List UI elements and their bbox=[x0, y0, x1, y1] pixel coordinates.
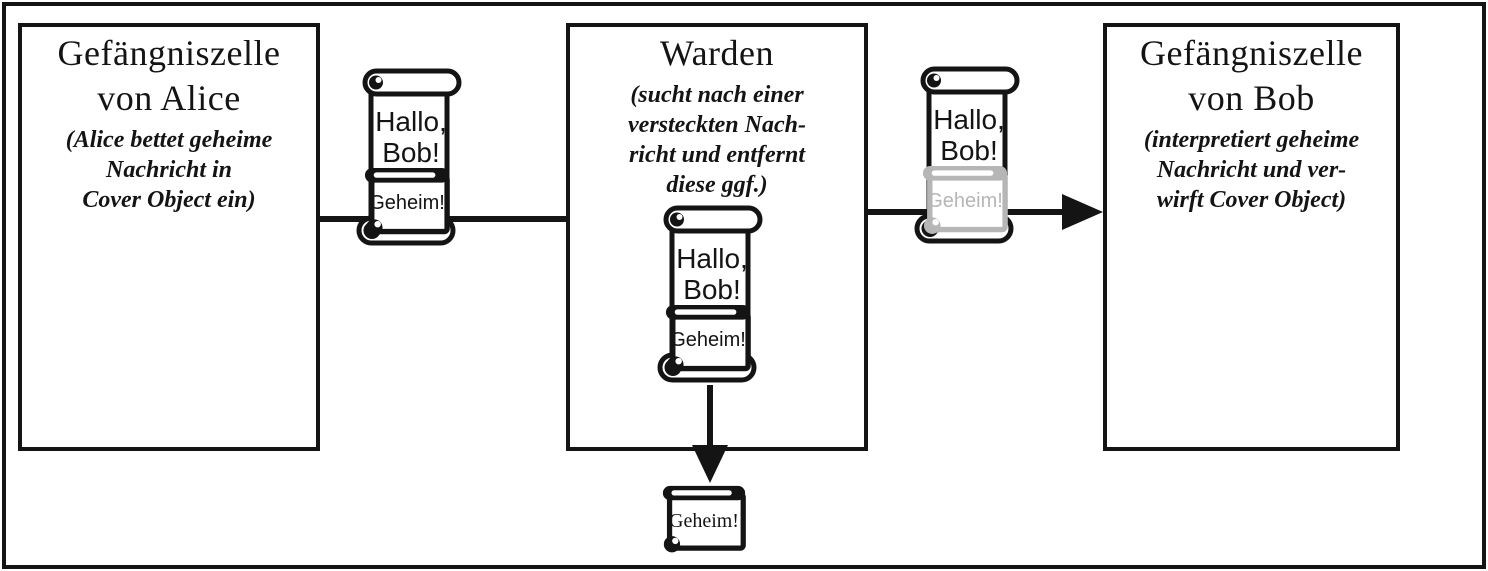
embedded-secret-note: Geheim! bbox=[663, 303, 753, 375]
bob-cell-box: Gefängniszelle von Bob (interpretiert ge… bbox=[1103, 23, 1400, 451]
alice-cell-box: Gefängniszelle von Alice (Alice bettet g… bbox=[18, 23, 320, 451]
secret-message-text: Geheim! bbox=[670, 329, 746, 351]
warden-title: Warden bbox=[659, 33, 775, 73]
cover-message-text: Hallo, Bob! bbox=[676, 243, 748, 305]
bob-cell-subtitle: (interpretiert geheime Nachricht und ver… bbox=[1143, 127, 1360, 213]
extraction-line-down bbox=[707, 385, 713, 447]
stego-scroll-warden-to-bob: Hallo, Bob! Geheim! bbox=[913, 64, 1025, 248]
extracted-secret-note: Geheim! bbox=[660, 484, 748, 555]
embedded-secret-note: Geheim! bbox=[362, 166, 452, 238]
removed-secret-note-ghost: Geheim! bbox=[920, 164, 1010, 236]
bob-cell-title: Gefängniszelle von Bob bbox=[1140, 33, 1363, 118]
stego-scroll-inspected-by-warden: Hallo, Bob! Geheim! bbox=[656, 203, 768, 387]
arrowhead-into-bob-cell-icon bbox=[1062, 194, 1103, 230]
secret-message-text: Geheim! bbox=[669, 510, 739, 532]
secret-message-text: Geheim! bbox=[369, 192, 445, 214]
stego-scroll-alice-to-warden: Hallo, Bob! Geheim! bbox=[355, 66, 467, 250]
cover-message-text: Hallo, Bob! bbox=[933, 104, 1005, 166]
warden-subtitle: (sucht nach einer versteckten Nach- rich… bbox=[628, 82, 806, 198]
alice-cell-subtitle: (Alice bettet geheime Nachricht in Cover… bbox=[65, 127, 273, 213]
alice-cell-title: Gefängniszelle von Alice bbox=[57, 33, 281, 118]
cover-message-text: Hallo, Bob! bbox=[375, 106, 447, 168]
secret-message-text: Geheim! bbox=[927, 190, 1003, 212]
arrowhead-extracted-secret-icon bbox=[692, 445, 728, 483]
